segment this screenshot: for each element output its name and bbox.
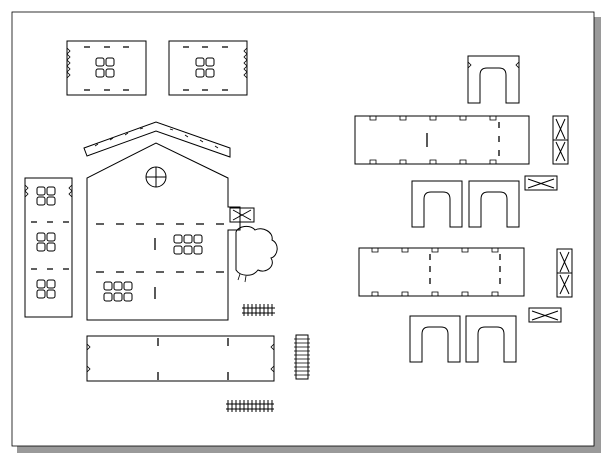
roof-strip: [83, 121, 231, 158]
wall-panel-left-top: [66, 40, 147, 96]
side-wall-tall: [24, 177, 73, 318]
bottom-strip: [86, 335, 275, 382]
small-comb-vertical: [294, 334, 310, 380]
long-panel-lower: [358, 247, 525, 297]
wall-panel-right-top: [168, 40, 248, 96]
sheet-paper: [11, 11, 595, 447]
house-front-facade: [86, 142, 278, 321]
x-brace-horizontal-lower: [528, 307, 562, 323]
arch-door-pair-upper: [411, 180, 520, 228]
x-brace-horizontal-upper: [524, 175, 558, 191]
arch-door-pair-lower: [409, 315, 517, 363]
arch-door-top: [467, 55, 520, 104]
x-brace-vertical-lower: [556, 248, 573, 298]
long-panel-upper: [354, 115, 530, 165]
x-brace-vertical-upper: [552, 115, 569, 165]
small-fence-horizontal: [226, 400, 274, 412]
